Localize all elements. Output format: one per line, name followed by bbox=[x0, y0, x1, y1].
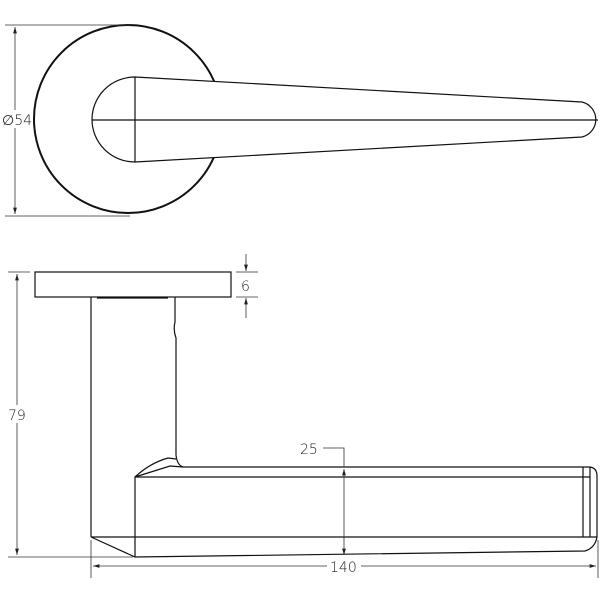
lever-chamfer bbox=[134, 457, 184, 478]
top-view: ∅54 bbox=[2, 24, 598, 217]
lever-stem bbox=[90, 297, 184, 537]
leader-line bbox=[323, 447, 345, 467]
height-label: 79 bbox=[8, 408, 26, 424]
lever-height-label: 25 bbox=[300, 442, 318, 458]
side-view: 79 6 25 140 bbox=[5, 254, 599, 578]
rose-plate bbox=[34, 271, 232, 298]
length-label: 140 bbox=[330, 560, 357, 576]
rose-thickness-label: 6 bbox=[241, 279, 250, 295]
diameter-label: ∅54 bbox=[2, 113, 32, 129]
